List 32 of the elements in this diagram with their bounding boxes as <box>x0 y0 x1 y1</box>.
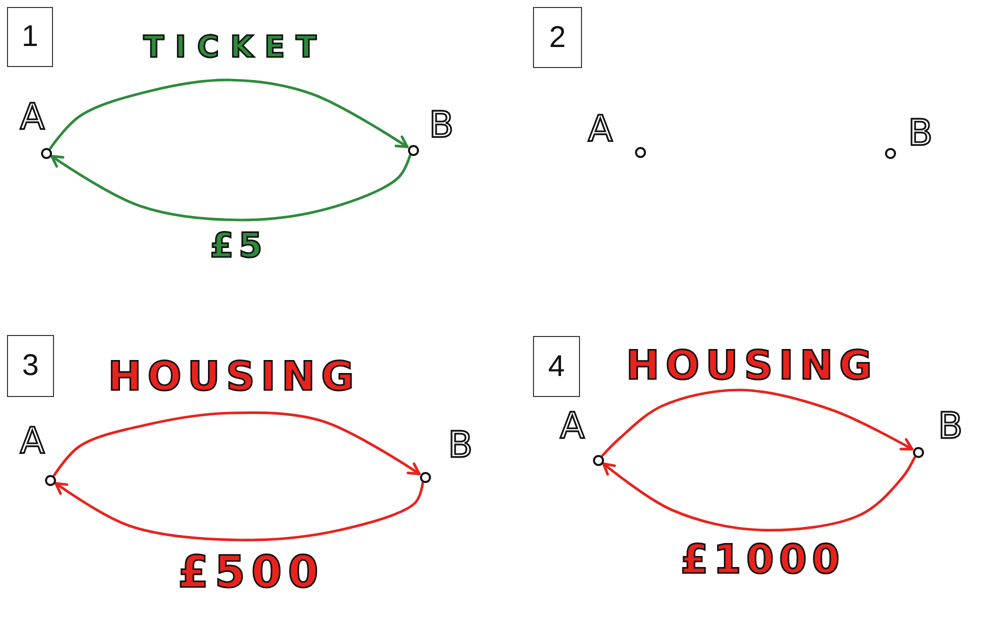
edge-label: HOUSING <box>107 356 360 398</box>
point-label: B <box>429 108 454 144</box>
point-label: B <box>908 116 933 152</box>
point-label: A <box>20 100 45 136</box>
edge-label: TICKET <box>142 32 328 64</box>
point-label: A <box>560 409 585 445</box>
arrow <box>50 154 412 222</box>
edge-label: £5 <box>209 229 268 265</box>
point-label: B <box>938 409 963 445</box>
point-dot <box>592 454 604 466</box>
edge-label: £500 <box>177 550 324 596</box>
panel-number: 4 <box>533 336 580 397</box>
point-dot <box>420 472 430 482</box>
point-dot <box>634 146 646 158</box>
point-label: A <box>588 112 613 148</box>
panel-number: 3 <box>7 335 54 397</box>
point-dot <box>408 144 418 156</box>
point-dot <box>44 474 56 486</box>
arrow <box>53 411 421 476</box>
arrow <box>49 78 409 150</box>
panel-number: 2 <box>533 7 582 68</box>
point-dot <box>40 148 52 158</box>
point-dot <box>884 148 896 158</box>
edge-label: HOUSING <box>625 345 878 387</box>
arrow <box>601 388 914 457</box>
arrow <box>602 456 916 532</box>
arrow <box>54 482 424 542</box>
panel-number: 1 <box>7 7 53 67</box>
point-label: B <box>448 428 473 464</box>
point-dot <box>912 446 924 458</box>
edge-label: £1000 <box>680 539 845 581</box>
point-label: A <box>20 424 45 460</box>
